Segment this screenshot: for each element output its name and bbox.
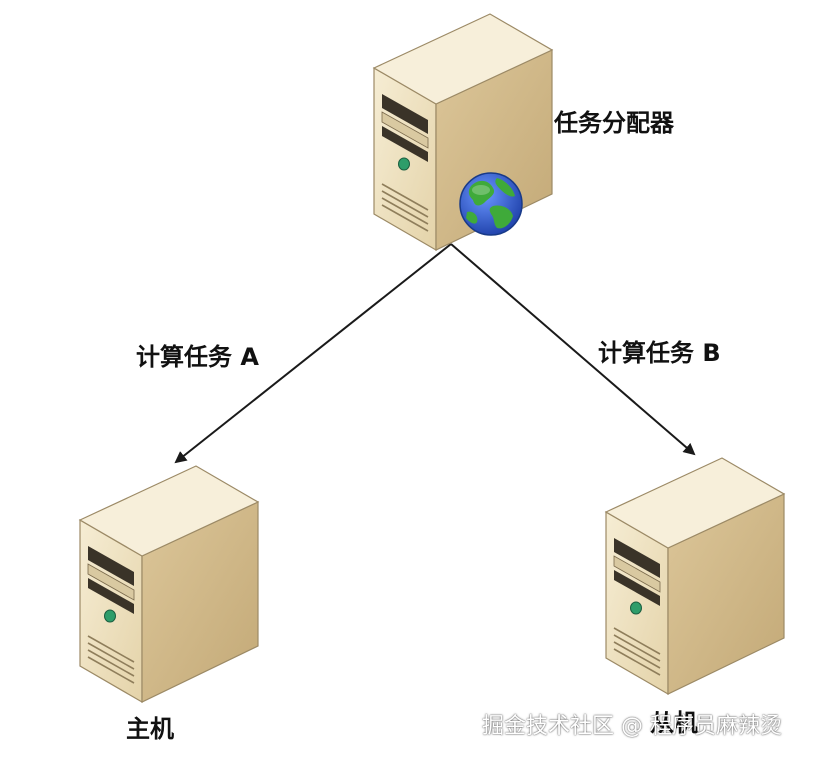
globe-icon bbox=[459, 172, 523, 236]
slave-server-icon bbox=[605, 457, 785, 695]
edge-task-b-label: 计算任务 B bbox=[598, 339, 721, 367]
host-server-icon bbox=[79, 465, 259, 703]
host-label: 主机 bbox=[126, 715, 174, 743]
dispatcher-label: 任务分配器 bbox=[554, 109, 674, 137]
edge-task-b-arrow bbox=[450, 243, 696, 456]
edge-task-a-label: 计算任务 A bbox=[136, 343, 259, 371]
edge-task-a-arrow bbox=[174, 243, 452, 464]
watermark-text: 掘金技术社区 @ 程序员麻辣烫 bbox=[482, 714, 782, 739]
slave-label: 从机 bbox=[650, 709, 698, 737]
